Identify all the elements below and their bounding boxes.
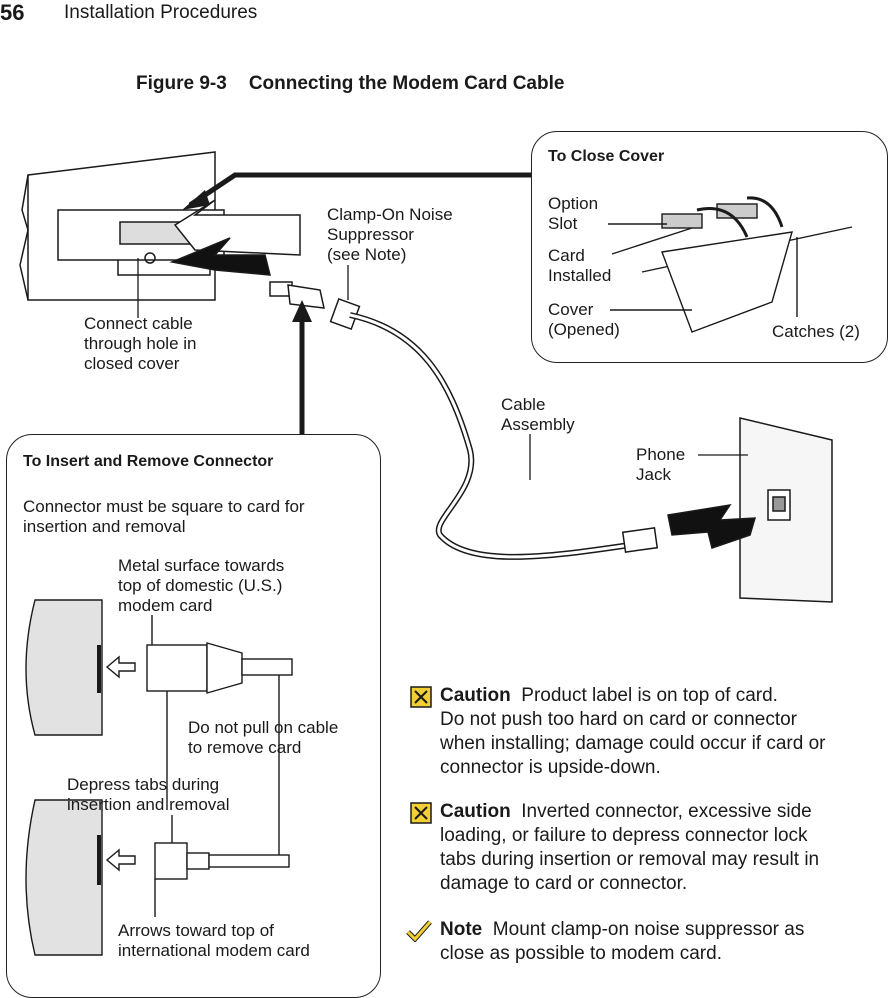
- phone-jack-label: Phone Jack: [636, 445, 686, 484]
- page-number: 56: [0, 0, 25, 25]
- depress-tabs-label: Depress tabs during insertion and remova…: [67, 775, 230, 814]
- figure-caption: Figure 9-3 Connecting the Modem Card Cabl…: [136, 73, 564, 95]
- arrows-toward-label: Arrows toward top of international modem…: [118, 921, 310, 960]
- do-not-pull-label: Do not pull on cable to remove card: [188, 718, 339, 757]
- phone-jack-illustration: [667, 417, 833, 603]
- caution-text: Inverted connector, excessive side loadi…: [440, 801, 820, 894]
- caution-label: Caution: [440, 801, 511, 822]
- caution-icon: [410, 686, 432, 708]
- cable-assembly-label: Cable Assembly: [501, 395, 575, 434]
- metal-surface-label: Metal surface towards top of domestic (U…: [118, 556, 285, 615]
- clamp-suppressor-label: Clamp-On Noise Suppressor (see Note): [327, 205, 453, 264]
- card-installed-label: Card Installed: [548, 246, 612, 285]
- caution-note-1: Caution Product label is on top of card.…: [410, 684, 880, 780]
- caution-note-2: Caution Inverted connector, excessive si…: [410, 800, 880, 896]
- figure-number: Figure 9-3: [136, 73, 227, 94]
- running-head: Installation Procedures: [64, 2, 258, 23]
- caution-text: Product label is on top of card. Do not …: [440, 685, 826, 778]
- cover-opened-label: Cover (Opened): [548, 300, 620, 339]
- note-text: Mount clamp-on noise suppressor as close…: [440, 919, 805, 964]
- close-cover-panel: To Close Cover Option Slot Card Installe…: [531, 131, 888, 363]
- connector-illustration: [25, 599, 293, 956]
- option-slot-label: Option Slot: [548, 194, 599, 233]
- note-block: Note Mount clamp-on noise suppressor as …: [406, 918, 880, 966]
- insert-arrow-icons: [169, 199, 301, 276]
- close-cover-title: To Close Cover: [548, 148, 665, 165]
- cover-pointer-line: [188, 172, 540, 208]
- modem-plug-illustration: [269, 281, 361, 330]
- note-label: Note: [440, 919, 483, 940]
- catches-label: Catches (2): [772, 322, 860, 341]
- insert-remove-panel: To Insert and Remove Connector Connector…: [6, 434, 381, 998]
- figure-title: Connecting the Modem Card Cable: [248, 73, 565, 94]
- caution-icon: [410, 802, 432, 824]
- square-insert-label: Connector must be square to card for ins…: [23, 497, 305, 536]
- insert-remove-title: To Insert and Remove Connector: [23, 453, 274, 470]
- cover-illustration: [608, 196, 853, 333]
- caution-label: Caution: [440, 685, 511, 706]
- connect-cable-label: Connect cable through hole in closed cov…: [84, 314, 197, 373]
- checkmark-icon: [406, 920, 432, 942]
